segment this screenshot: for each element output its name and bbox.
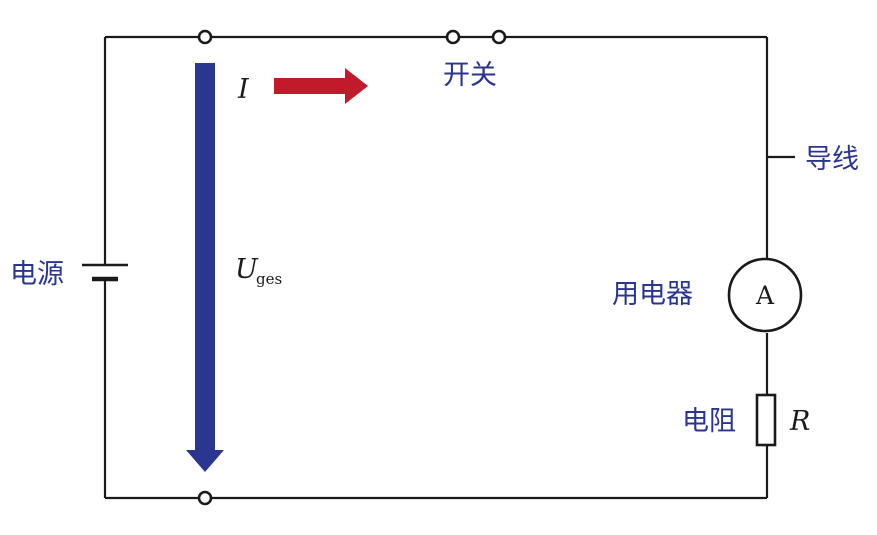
ammeter-symbol: A	[727, 257, 803, 333]
resistor-symbol	[755, 393, 777, 447]
voltage-arrow	[186, 63, 224, 472]
label-switch: 开关	[443, 60, 497, 91]
label-current-symbol: I	[237, 74, 250, 105]
ammeter-label: A	[755, 281, 775, 310]
terminal-bottom	[197, 490, 213, 506]
label-load: 用电器	[612, 279, 693, 310]
label-voltage-symbol: U	[235, 254, 259, 285]
label-wire: 导线	[805, 144, 859, 175]
terminal-top-left	[197, 29, 213, 45]
circuit-wires	[103, 35, 795, 500]
current-arrow-head	[345, 68, 368, 104]
switch-terminal-left	[445, 29, 461, 45]
ammeter-circle	[727, 257, 803, 333]
label-power-source: 电源	[10, 259, 64, 290]
current-arrow-shaft	[274, 78, 348, 94]
voltage-arrow-head	[186, 450, 224, 472]
switch-terminal-right	[491, 29, 507, 45]
voltage-arrow-shaft	[195, 63, 215, 455]
label-resistance-symbol: R	[789, 406, 810, 437]
label-voltage-subscript: ges	[256, 270, 282, 288]
current-arrow	[274, 68, 368, 104]
battery-symbol	[82, 263, 128, 282]
label-resistor: 电阻	[682, 406, 736, 437]
